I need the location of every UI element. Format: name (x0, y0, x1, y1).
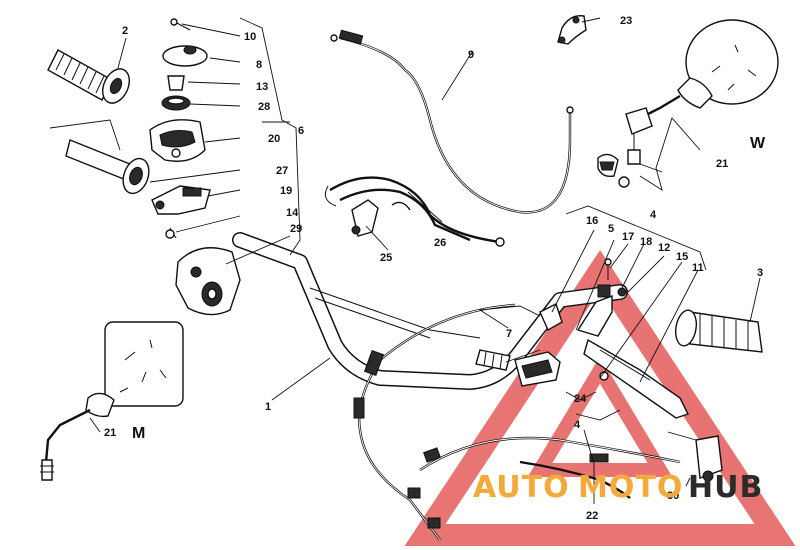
watermark-hub: HUB (688, 470, 763, 505)
left-grip (47, 49, 130, 104)
callout-25: 25 (380, 252, 392, 264)
callout-28: 28 (258, 101, 270, 113)
callout-21-w: 21 (716, 158, 728, 170)
right-switch-housing (475, 349, 561, 387)
callout-30: 30 (667, 490, 679, 502)
clutch-cables (353, 303, 723, 541)
switch-cover (175, 247, 241, 316)
callout-23: 23 (620, 15, 632, 27)
callout-5: 5 (608, 223, 614, 235)
callout-22: 22 (586, 510, 598, 522)
callout-7: 7 (506, 328, 512, 340)
mirror-clamp (557, 15, 587, 45)
callout-2: 2 (122, 25, 128, 37)
leader-lines (49, 17, 761, 504)
watermark-moto: MOTO (578, 470, 683, 505)
callout-26: 26 (434, 237, 446, 249)
lever-assembly (539, 258, 689, 419)
variant-label-w: W (750, 135, 766, 152)
callout-17: 17 (622, 231, 634, 243)
throttle-tube (65, 139, 150, 195)
callout-29: 29 (290, 223, 302, 235)
callout-6: 6 (298, 125, 304, 137)
throttle-cable (330, 29, 574, 214)
callout-8: 8 (256, 59, 262, 71)
callout-9: 9 (468, 49, 474, 61)
watermark-logo (404, 250, 796, 546)
callout-15: 15 (676, 251, 688, 263)
callout-14: 14 (286, 207, 299, 219)
callout-13: 13 (256, 81, 268, 93)
throttle-housing-parts (149, 18, 208, 162)
variant-label-m: M (132, 425, 145, 442)
callout-1: 1 (265, 401, 271, 413)
left-mirror (40, 321, 184, 481)
wiring-harness (324, 176, 505, 247)
callout-21-m: 21 (104, 427, 116, 439)
callout-20: 20 (268, 133, 280, 145)
callout-19: 19 (280, 185, 292, 197)
right-mirror (597, 19, 779, 188)
watermark-auto: AUTO (473, 470, 570, 505)
callout-18: 18 (640, 236, 652, 248)
callout-3: 3 (757, 267, 763, 279)
callout-4-lower: 4 (574, 419, 581, 431)
callout-27: 27 (276, 165, 288, 177)
right-grip (674, 309, 763, 353)
callout-11: 11 (692, 262, 704, 274)
callout-16: 16 (586, 215, 598, 227)
callout-24: 24 (574, 393, 587, 405)
switch-lower-half (151, 185, 211, 239)
callout-12: 12 (658, 242, 670, 254)
callout-10: 10 (244, 31, 256, 43)
callout-4: 4 (650, 209, 657, 221)
callout-labels: 1 2 3 4 5 6 7 8 9 10 11 12 13 14 15 16 1… (104, 15, 766, 522)
watermark-text: AUTO MOTO HUB (473, 470, 763, 505)
